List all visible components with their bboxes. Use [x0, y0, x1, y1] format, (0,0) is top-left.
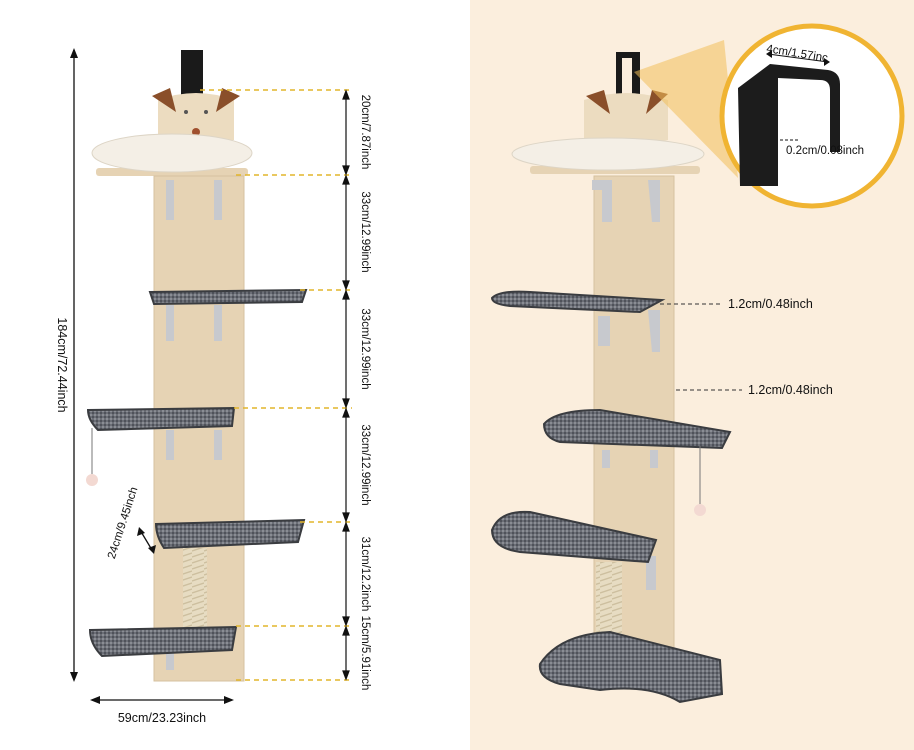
- total-height-label: 184cm/72.44inch: [55, 317, 69, 412]
- hook-zoom-circle: [719, 23, 905, 209]
- gap-4-label: 33cm/12.99inch: [359, 424, 371, 505]
- step-thickness-label: 1.2cm/0.48inch: [728, 297, 813, 311]
- plush-bed: [91, 133, 253, 173]
- segment-arrows: [342, 89, 350, 681]
- board-thickness-label: 1.2cm/0.48inch: [748, 383, 833, 397]
- cat-head-board: [158, 93, 234, 145]
- platform-1: [148, 288, 308, 306]
- right-ear: [216, 88, 240, 112]
- hook-closeup: [738, 64, 840, 186]
- platform-4: [88, 625, 238, 658]
- total-height-arrow: [70, 48, 78, 682]
- door-hook: [181, 50, 203, 98]
- side-platform-2: [542, 408, 732, 450]
- side-platform-4: [538, 630, 724, 704]
- side-platform-3: [490, 510, 658, 564]
- left-ear: [152, 88, 176, 112]
- side-platform-1: [490, 290, 666, 314]
- gap-6-label: 15cm/5.91inch: [359, 616, 371, 691]
- width-label: 59cm/23.23inch: [118, 711, 206, 725]
- side-plush-bed: [511, 137, 705, 171]
- side-door-hook: [616, 52, 640, 100]
- gap-1-label: 20cm/7.87inch: [359, 95, 371, 170]
- gap-2-label: 33cm/12.99inch: [359, 191, 371, 272]
- gap-3-label: 33cm/12.99inch: [359, 308, 371, 389]
- zoom-beam: [634, 40, 738, 178]
- front-cat-tree: [86, 50, 308, 682]
- depth-arrow: [137, 527, 156, 554]
- platform-depth-label: 24cm/9.45inch: [106, 486, 141, 561]
- scratching-post: [183, 548, 207, 642]
- gap-5-label: 31cm/12.2inch: [359, 537, 371, 612]
- platform-2: [86, 406, 236, 432]
- width-arrow: [90, 696, 234, 704]
- brackets: [166, 180, 222, 670]
- side-hanging-toy-ball: [694, 504, 706, 516]
- hanging-toy-ball: [86, 474, 98, 486]
- platform-3: [154, 518, 306, 550]
- hook-thickness-label: 0.2cm/0.08inch: [786, 145, 864, 157]
- side-cat-tree: [490, 52, 732, 704]
- guide-lines: [200, 89, 352, 681]
